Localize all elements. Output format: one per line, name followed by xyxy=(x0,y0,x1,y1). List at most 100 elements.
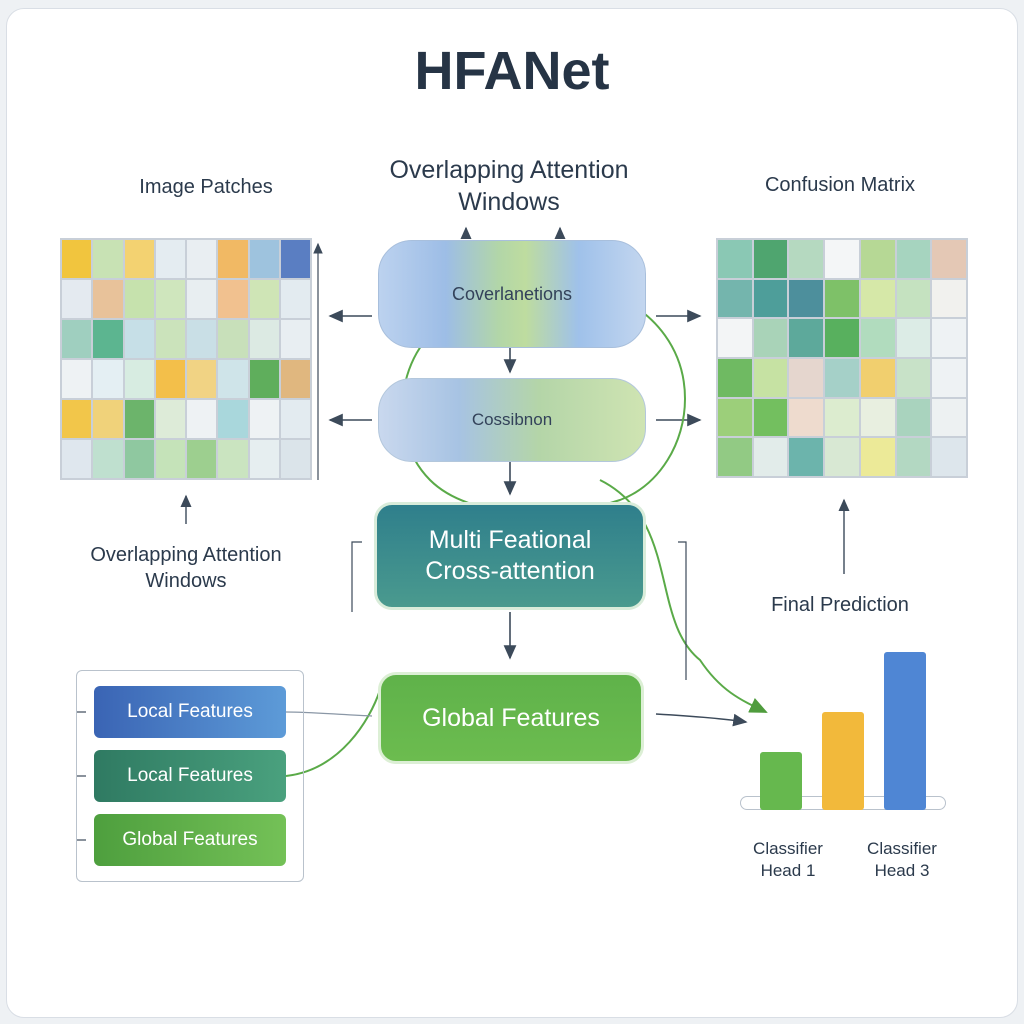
feature-list-panel xyxy=(76,670,304,882)
patch-cell xyxy=(249,240,279,278)
patch-cell xyxy=(93,280,123,318)
feature-pill-2: Local Features xyxy=(94,750,286,802)
bracket-right xyxy=(678,541,687,680)
matrix-cell xyxy=(896,359,931,397)
matrix-cell xyxy=(789,359,824,397)
patch-cell xyxy=(124,240,154,278)
patch-cell xyxy=(249,360,279,398)
matrix-cell xyxy=(860,398,895,437)
matrix-cell xyxy=(753,438,788,476)
patch-cell xyxy=(155,400,185,438)
classifier-head-3-label: Classifier Head 3 xyxy=(867,839,937,880)
matrix-cell xyxy=(718,240,752,278)
patch-cell xyxy=(218,360,248,398)
matrix-cell xyxy=(753,359,788,397)
patch-cell xyxy=(93,360,123,398)
cross-attention-block: Cossibnon xyxy=(378,378,646,462)
classifier-head-1-label: Classifier Head 1 xyxy=(753,839,823,880)
patch-cell xyxy=(280,440,310,478)
label-final-prediction: Final Prediction xyxy=(771,594,909,616)
patch-cell xyxy=(124,320,154,358)
matrix-cell xyxy=(718,438,752,476)
matrix-cell xyxy=(896,240,931,278)
matrix-cell xyxy=(860,359,895,397)
patch-cell xyxy=(218,240,248,278)
patch-cell xyxy=(280,320,310,358)
matrix-cell xyxy=(860,240,895,278)
patch-cell xyxy=(155,280,185,318)
patch-cell xyxy=(93,440,123,478)
feature-pill-1: Local Features xyxy=(94,686,286,738)
patch-cell xyxy=(218,280,248,318)
matrix-cell xyxy=(825,359,859,397)
patch-cell xyxy=(218,320,248,358)
gray-flow-features xyxy=(285,711,373,717)
matrix-cell xyxy=(860,319,895,357)
patch-cell xyxy=(62,440,92,478)
patch-cell xyxy=(218,440,248,478)
matrix-cell xyxy=(896,319,931,357)
matrix-cell xyxy=(789,438,824,476)
matrix-cell xyxy=(718,359,752,397)
label-overlap-left: Overlapping Attention Windows xyxy=(90,544,282,592)
patch-cell xyxy=(187,240,217,278)
classifier-bar-3 xyxy=(884,652,926,810)
matrix-cell xyxy=(789,279,824,318)
patch-cell xyxy=(187,280,217,318)
patch-cell xyxy=(280,400,310,438)
multi-feational-cross-attention-block: Multi Feational Cross-attention xyxy=(374,502,646,610)
feature-pill-3: Global Features xyxy=(94,814,286,866)
patch-cell xyxy=(93,320,123,358)
confusion-matrix-grid xyxy=(716,238,968,478)
matrix-cell xyxy=(825,240,859,278)
patch-cell xyxy=(280,240,310,278)
matrix-cell xyxy=(896,438,931,476)
matrix-cell xyxy=(825,438,859,476)
matrix-cell xyxy=(932,359,966,397)
matrix-cell xyxy=(718,398,752,437)
label-confusion-matrix: Confusion Matrix xyxy=(764,174,916,196)
patch-cell xyxy=(124,440,154,478)
matrix-cell xyxy=(932,319,966,357)
matrix-cell xyxy=(753,398,788,437)
patch-cell xyxy=(62,360,92,398)
arrow-global-to-classifier xyxy=(655,713,748,727)
matrix-cell xyxy=(896,279,931,318)
matrix-cell xyxy=(825,398,859,437)
patch-cell xyxy=(155,440,185,478)
matrix-cell xyxy=(789,398,824,437)
patch-cell xyxy=(93,240,123,278)
patch-cell xyxy=(249,320,279,358)
matrix-cell xyxy=(825,319,859,357)
matrix-cell xyxy=(896,398,931,437)
patch-cell xyxy=(280,360,310,398)
diagram-title: HFANet xyxy=(414,41,610,101)
patch-cell xyxy=(124,400,154,438)
matrix-cell xyxy=(932,279,966,318)
matrix-cell xyxy=(932,398,966,437)
label-overlap-top: Overlapping Attention Windows xyxy=(389,156,629,216)
matrix-cell xyxy=(718,279,752,318)
patch-cell xyxy=(249,280,279,318)
patch-cell xyxy=(218,400,248,438)
classifier-bar-1 xyxy=(760,752,802,810)
patch-cell xyxy=(249,440,279,478)
patch-cell xyxy=(155,320,185,358)
patch-cell xyxy=(124,280,154,318)
patch-cell xyxy=(249,400,279,438)
patch-cell xyxy=(124,360,154,398)
patch-cell xyxy=(62,400,92,438)
patch-cell xyxy=(187,440,217,478)
matrix-cell xyxy=(860,438,895,476)
patch-cell xyxy=(62,280,92,318)
matrix-cell xyxy=(825,279,859,318)
image-patches-grid xyxy=(60,238,312,480)
matrix-cell xyxy=(718,319,752,357)
patch-cell xyxy=(187,360,217,398)
overlap-attention-block: Coverlanetions xyxy=(378,240,646,348)
global-features-block: Global Features xyxy=(378,672,644,764)
matrix-cell xyxy=(860,279,895,318)
matrix-cell xyxy=(932,240,966,278)
matrix-cell xyxy=(932,438,966,476)
label-image-patches: Image Patches xyxy=(139,176,273,198)
